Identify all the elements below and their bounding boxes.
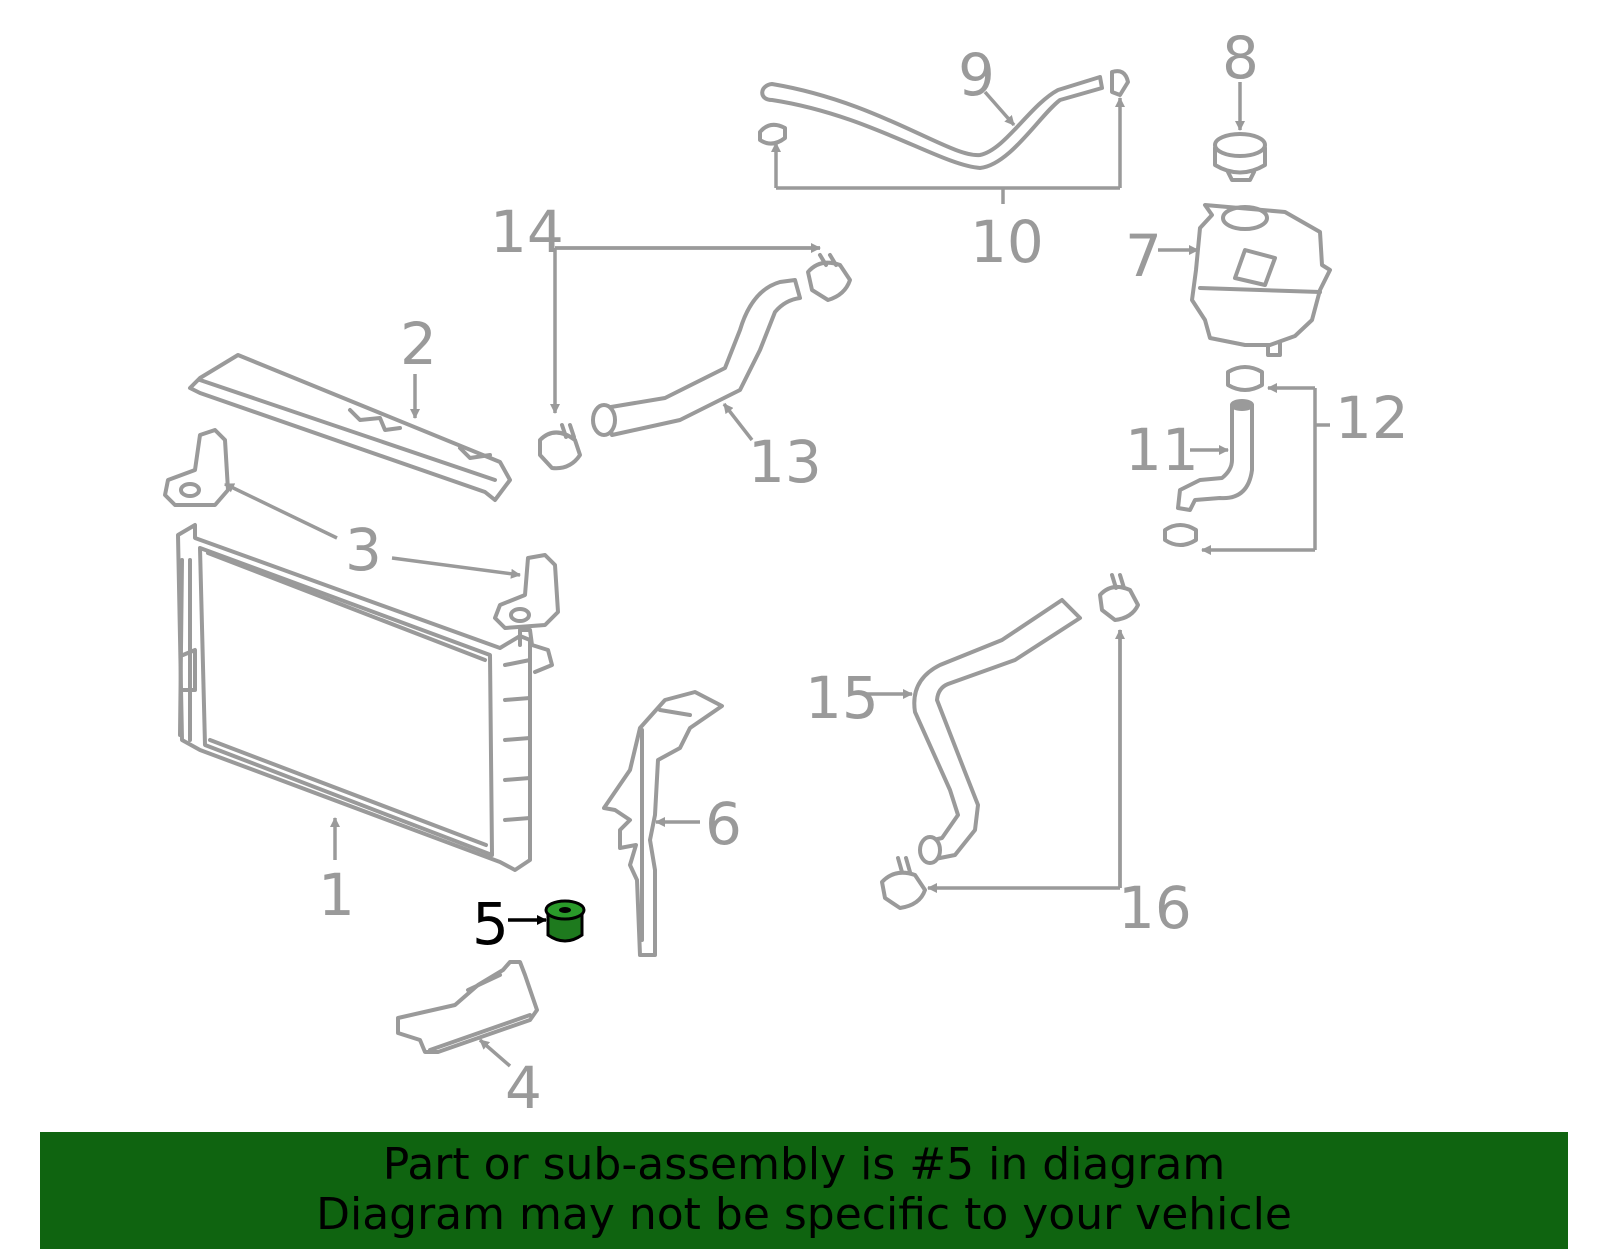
callout-12: 12 bbox=[1335, 384, 1409, 452]
reservoir-cap-part-8 bbox=[1213, 132, 1267, 182]
callout-9: 9 bbox=[958, 41, 995, 109]
side-baffle-part-6 bbox=[602, 690, 724, 957]
banner-line-part-number: Part or sub-assembly is #5 in diagram bbox=[382, 1139, 1226, 1190]
callout-8: 8 bbox=[1222, 24, 1259, 92]
callout-6: 6 bbox=[705, 790, 742, 858]
callout-15: 15 bbox=[805, 664, 879, 732]
callout-10: 10 bbox=[970, 208, 1044, 276]
clamp-part-12 bbox=[1163, 365, 1264, 547]
lower-bracket-part-4 bbox=[396, 960, 539, 1054]
leader-lines bbox=[224, 82, 1330, 1068]
air-baffle-part-2 bbox=[188, 353, 512, 502]
callout-2: 2 bbox=[400, 310, 437, 378]
radiator-part-1 bbox=[176, 523, 554, 872]
callout-4: 4 bbox=[505, 1054, 542, 1122]
callout-11: 11 bbox=[1125, 416, 1199, 484]
overflow-hose-part-9 bbox=[758, 69, 1130, 170]
parts-diagram: 1 2 3 4 5 6 7 8 9 10 11 12 13 14 15 16 bbox=[163, 24, 1409, 1122]
callout-labels: 1 2 3 4 5 6 7 8 9 10 11 12 13 14 15 16 bbox=[318, 24, 1409, 1122]
clamp-part-14 bbox=[538, 253, 852, 471]
callout-14: 14 bbox=[490, 198, 564, 266]
clamp-part-16 bbox=[880, 573, 1140, 910]
insulator-part-5 bbox=[544, 899, 586, 943]
callout-1: 1 bbox=[318, 861, 355, 929]
small-hose-part-11 bbox=[1176, 399, 1254, 512]
callout-13: 13 bbox=[748, 428, 822, 496]
lower-hose-part-15 bbox=[912, 598, 1082, 865]
callout-3: 3 bbox=[345, 516, 382, 584]
coolant-reservoir-part-7 bbox=[1190, 203, 1332, 357]
upper-hose-part-13 bbox=[591, 278, 802, 437]
info-banner: Part or sub-assembly is #5 in diagram Di… bbox=[40, 1132, 1568, 1249]
banner-line-disclaimer: Diagram may not be specific to your vehi… bbox=[316, 1189, 1292, 1240]
bracket-part-3 bbox=[163, 428, 560, 630]
callout-5: 5 bbox=[472, 890, 509, 958]
callout-16: 16 bbox=[1118, 874, 1192, 942]
callout-7: 7 bbox=[1125, 222, 1162, 290]
